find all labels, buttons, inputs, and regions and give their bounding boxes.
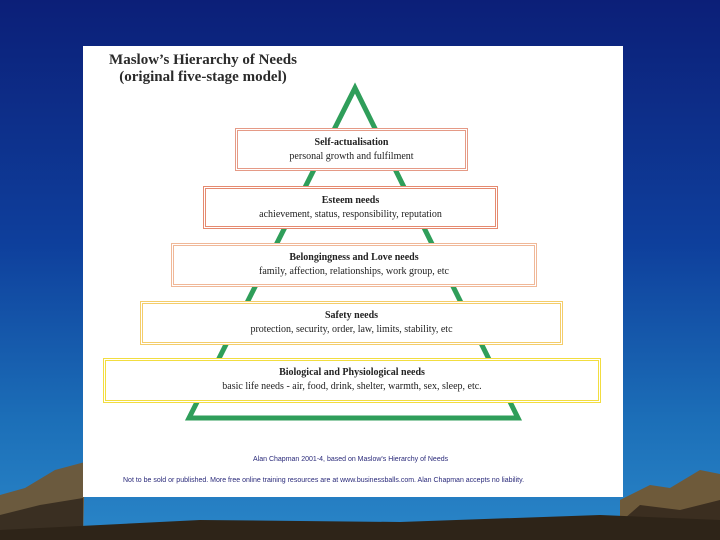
level-self-actualisation: Self-actualisation personal growth and f…	[235, 128, 468, 171]
level-description: family, affection, relationships, work g…	[174, 265, 534, 279]
level-safety: Safety needs protection, security, order…	[140, 301, 563, 345]
level-name: Biological and Physiological needs	[106, 366, 598, 380]
level-biological: Biological and Physiological needs basic…	[103, 358, 601, 403]
copyright-note: Alan Chapman 2001-4, based on Maslow's H…	[253, 456, 448, 463]
level-name: Self-actualisation	[238, 136, 465, 150]
level-description: achievement, status, responsibility, rep…	[206, 208, 495, 222]
level-description: protection, security, order, law, limits…	[143, 323, 560, 337]
level-name: Esteem needs	[206, 194, 495, 208]
disclaimer-note: Not to be sold or published. More free o…	[123, 477, 524, 484]
level-description: basic life needs - air, food, drink, she…	[106, 380, 598, 394]
level-esteem: Esteem needs achievement, status, respon…	[203, 186, 498, 229]
level-name: Belongingness and Love needs	[174, 251, 534, 265]
level-name: Safety needs	[143, 309, 560, 323]
diagram-card: Maslow’s Hierarchy of Needs (original fi…	[83, 46, 623, 497]
level-belongingness: Belongingness and Love needs family, aff…	[171, 243, 537, 287]
level-description: personal growth and fulfilment	[238, 150, 465, 164]
